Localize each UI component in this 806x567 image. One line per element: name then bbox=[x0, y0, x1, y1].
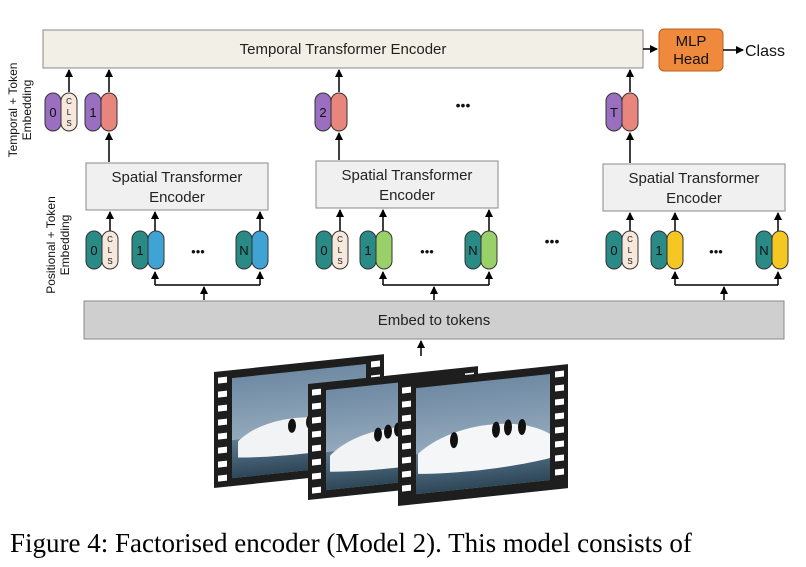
svg-text:Spatial Transformer: Spatial Transformer bbox=[112, 169, 243, 186]
mlp-head-label-line1: MLP bbox=[676, 33, 707, 50]
spatial-token-n-group-3: N bbox=[755, 230, 789, 270]
svg-text:Encoder: Encoder bbox=[666, 190, 722, 207]
svg-text:N: N bbox=[468, 243, 477, 258]
spatial-transformer-encoder-2: Spatial Transformer Encoder bbox=[315, 160, 499, 209]
mlp-head-label-line2: Head bbox=[673, 51, 709, 68]
temporal-transformer-encoder bbox=[42, 29, 644, 69]
temporal-encoder-label: Temporal Transformer Encoder bbox=[240, 41, 447, 58]
svg-text:N: N bbox=[239, 243, 248, 258]
spatial-transformer-encoder-3: Spatial Transformer Encoder bbox=[602, 163, 786, 212]
cls-letter: L bbox=[67, 108, 72, 117]
svg-text:Positional + Token: Positional + Token bbox=[44, 196, 58, 294]
cls-letter: S bbox=[66, 119, 71, 128]
film-sprocket-holes bbox=[402, 370, 564, 492]
svg-text:1: 1 bbox=[89, 105, 96, 120]
figure-caption: Figure 4: Factorised encoder (Model 2). … bbox=[10, 528, 692, 558]
positional-embedding-label: Positional + Token Embedding bbox=[44, 196, 72, 294]
token-ellipsis: ••• bbox=[191, 244, 205, 259]
temporal-ellipsis: ••• bbox=[456, 97, 471, 113]
spatial-cls-token-group-2: 0 C L S bbox=[315, 230, 349, 270]
spatial-token-1-group-3: 1 bbox=[650, 230, 684, 270]
svg-text:S: S bbox=[107, 257, 112, 266]
svg-text:Encoder: Encoder bbox=[379, 187, 435, 204]
token-ellipsis: ••• bbox=[420, 244, 434, 259]
spatial-transformer-encoder-1: Spatial Transformer Encoder bbox=[85, 162, 269, 211]
svg-text:L: L bbox=[338, 246, 343, 255]
spatial-cls-token-group-1: 0 C L S bbox=[85, 230, 119, 270]
cls-letter: C bbox=[66, 97, 72, 106]
svg-text:L: L bbox=[628, 246, 633, 255]
svg-text:0: 0 bbox=[90, 243, 97, 258]
token-ellipsis: ••• bbox=[709, 244, 723, 259]
svg-text:1: 1 bbox=[655, 243, 662, 258]
embed-connectors-group-1 bbox=[151, 271, 264, 300]
svg-text:N: N bbox=[759, 243, 768, 258]
svg-text:L: L bbox=[108, 246, 113, 255]
spatial-token-1-group-1: 1 bbox=[131, 230, 165, 270]
embed-connectors-group-2 bbox=[379, 271, 493, 300]
temporal-embedding-label: Temporal + Token Embedding bbox=[6, 63, 34, 158]
temporal-cls-token-group: 0 C L S bbox=[44, 92, 78, 132]
embed-to-tokens-layer bbox=[83, 300, 785, 340]
spatial-cls-token-group-3: 0 C L S bbox=[605, 230, 639, 270]
spatial-token-n-group-2: N bbox=[464, 230, 498, 270]
svg-text:T: T bbox=[610, 105, 618, 120]
group-ellipsis: ••• bbox=[545, 233, 560, 249]
svg-text:0: 0 bbox=[320, 243, 327, 258]
temporal-token-t: T bbox=[605, 92, 639, 132]
svg-text:2: 2 bbox=[319, 105, 326, 120]
temporal-token-1: 1 bbox=[84, 92, 118, 132]
svg-text:C: C bbox=[627, 235, 633, 244]
temporal-index-0: 0 bbox=[49, 105, 56, 120]
video-frame-3 bbox=[398, 364, 568, 506]
svg-text:C: C bbox=[337, 235, 343, 244]
svg-text:C: C bbox=[107, 235, 113, 244]
svg-text:Embedding: Embedding bbox=[58, 215, 72, 276]
svg-text:Encoder: Encoder bbox=[149, 189, 205, 206]
svg-text:Embedding: Embedding bbox=[20, 80, 34, 141]
svg-text:S: S bbox=[627, 257, 632, 266]
svg-text:S: S bbox=[337, 257, 342, 266]
temporal-cls-token bbox=[60, 92, 78, 132]
svg-text:Spatial Transformer: Spatial Transformer bbox=[629, 170, 760, 187]
svg-text:1: 1 bbox=[364, 243, 371, 258]
class-label: Class bbox=[745, 43, 785, 60]
factorised-encoder-diagram: Temporal Transformer Encoder MLP Head Cl… bbox=[6, 28, 789, 506]
embed-to-tokens-label: Embed to tokens bbox=[378, 312, 491, 329]
spatial-token-n-group-1: N bbox=[235, 230, 269, 270]
temporal-token-2: 2 bbox=[314, 92, 348, 132]
svg-text:0: 0 bbox=[610, 243, 617, 258]
svg-text:Temporal + Token: Temporal + Token bbox=[6, 63, 20, 158]
svg-text:Spatial Transformer: Spatial Transformer bbox=[342, 167, 473, 184]
embed-connectors-group-3 bbox=[671, 271, 782, 300]
svg-text:1: 1 bbox=[136, 243, 143, 258]
spatial-token-1-group-2: 1 bbox=[359, 230, 393, 270]
